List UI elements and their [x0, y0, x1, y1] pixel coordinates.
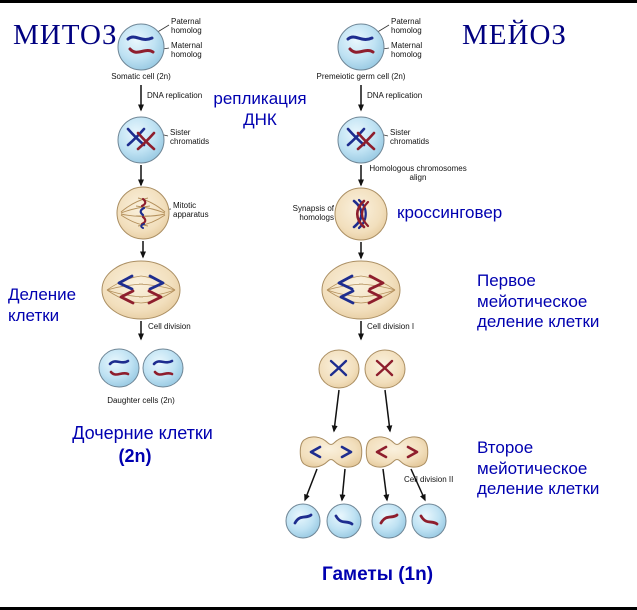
- mitosis-title: МИТОЗ: [13, 19, 118, 51]
- mitosis-anaphase-cell: [101, 260, 181, 320]
- meiosis-germ-cell: [337, 23, 385, 71]
- gamete-arrow-1: [304, 468, 318, 502]
- daughter-cells-label-ru: Дочерние клетки: [72, 423, 213, 443]
- meiosis-dna-replication-label: DNA replication: [367, 91, 423, 100]
- meiosis-after-division1-cell-left: [318, 349, 360, 389]
- cell-division-label-ru: Деление клетки: [8, 285, 77, 325]
- meiosis-paternal-homolog-label: Paternal homolog: [391, 17, 422, 36]
- daughter-ploidy-label: (2n): [118, 446, 152, 466]
- meiosis-division2-cell-right: [365, 436, 429, 468]
- daughter-cells-caption: Daughter cells (2n): [107, 396, 175, 405]
- mitosis-sister-chromatids-label: Sister chromatids: [170, 128, 210, 147]
- gametes-label-ru: Гаметы (1n): [321, 564, 434, 585]
- gamete-arrow-2: [339, 468, 346, 502]
- meiosis-synapsis-cell: [334, 187, 388, 241]
- meiosis-sister-chromatids-label: Sister chromatids: [390, 128, 430, 147]
- cell-division-2-label: Cell division II: [404, 475, 454, 484]
- mitosis-cell-division-label: Cell division: [148, 322, 191, 331]
- cell-division-1-label: Cell division I: [367, 322, 415, 331]
- meiosis-arrow-5-right: [384, 389, 393, 433]
- meiosis-title: МЕЙОЗ: [462, 19, 567, 51]
- mitosis-dna-replication-label: DNA replication: [147, 91, 203, 100]
- gamete-cell-1: [285, 503, 321, 539]
- meiosis-arrow-5-left: [331, 389, 340, 433]
- gamete-arrow-3: [382, 468, 390, 502]
- crossover-label-ru: кроссинговер: [397, 203, 503, 222]
- gamete-cell-4: [411, 503, 447, 539]
- mitotic-apparatus-label: Mitotic apparatus: [173, 201, 209, 220]
- homologs-align-label: Homologous chromosomes align: [369, 164, 467, 183]
- gamete-cell-3: [371, 503, 407, 539]
- mitosis-metaphase-cell: [116, 186, 170, 240]
- mitosis-paternal-homolog-label: Paternal homolog: [171, 17, 202, 36]
- somatic-cell-caption: Somatic cell (2n): [111, 72, 171, 81]
- mitosis-maternal-homolog-label: Maternal homolog: [171, 41, 203, 60]
- synapsis-label: Synapsis of homologs: [292, 204, 334, 223]
- diagram-art: [98, 23, 447, 539]
- meiosis-replicated-cell: [337, 116, 385, 164]
- mitosis-daughter-cell-left: [98, 348, 140, 388]
- gamete-arrow-4: [410, 468, 426, 502]
- premeiotic-cell-caption: Premeiotic germ cell (2n): [316, 72, 406, 81]
- meiosis-after-division1-cell-right: [364, 349, 406, 389]
- meiosis-anaphase1-cell: [321, 260, 401, 320]
- mitosis-somatic-cell: [117, 23, 165, 71]
- second-meiotic-division-label-ru: Второе мейотическое деление клетки: [477, 438, 600, 499]
- gamete-cell-2: [326, 503, 362, 539]
- meiosis-division2-cell-left: [299, 436, 363, 468]
- dna-replication-label-ru: репликация ДНК: [213, 89, 307, 129]
- mitosis-daughter-cell-right: [142, 348, 184, 388]
- mitosis-replicated-cell: [117, 116, 165, 164]
- first-meiotic-division-label-ru: Первое мейотическое деление клетки: [477, 271, 600, 332]
- meiosis-maternal-homolog-label: Maternal homolog: [391, 41, 423, 60]
